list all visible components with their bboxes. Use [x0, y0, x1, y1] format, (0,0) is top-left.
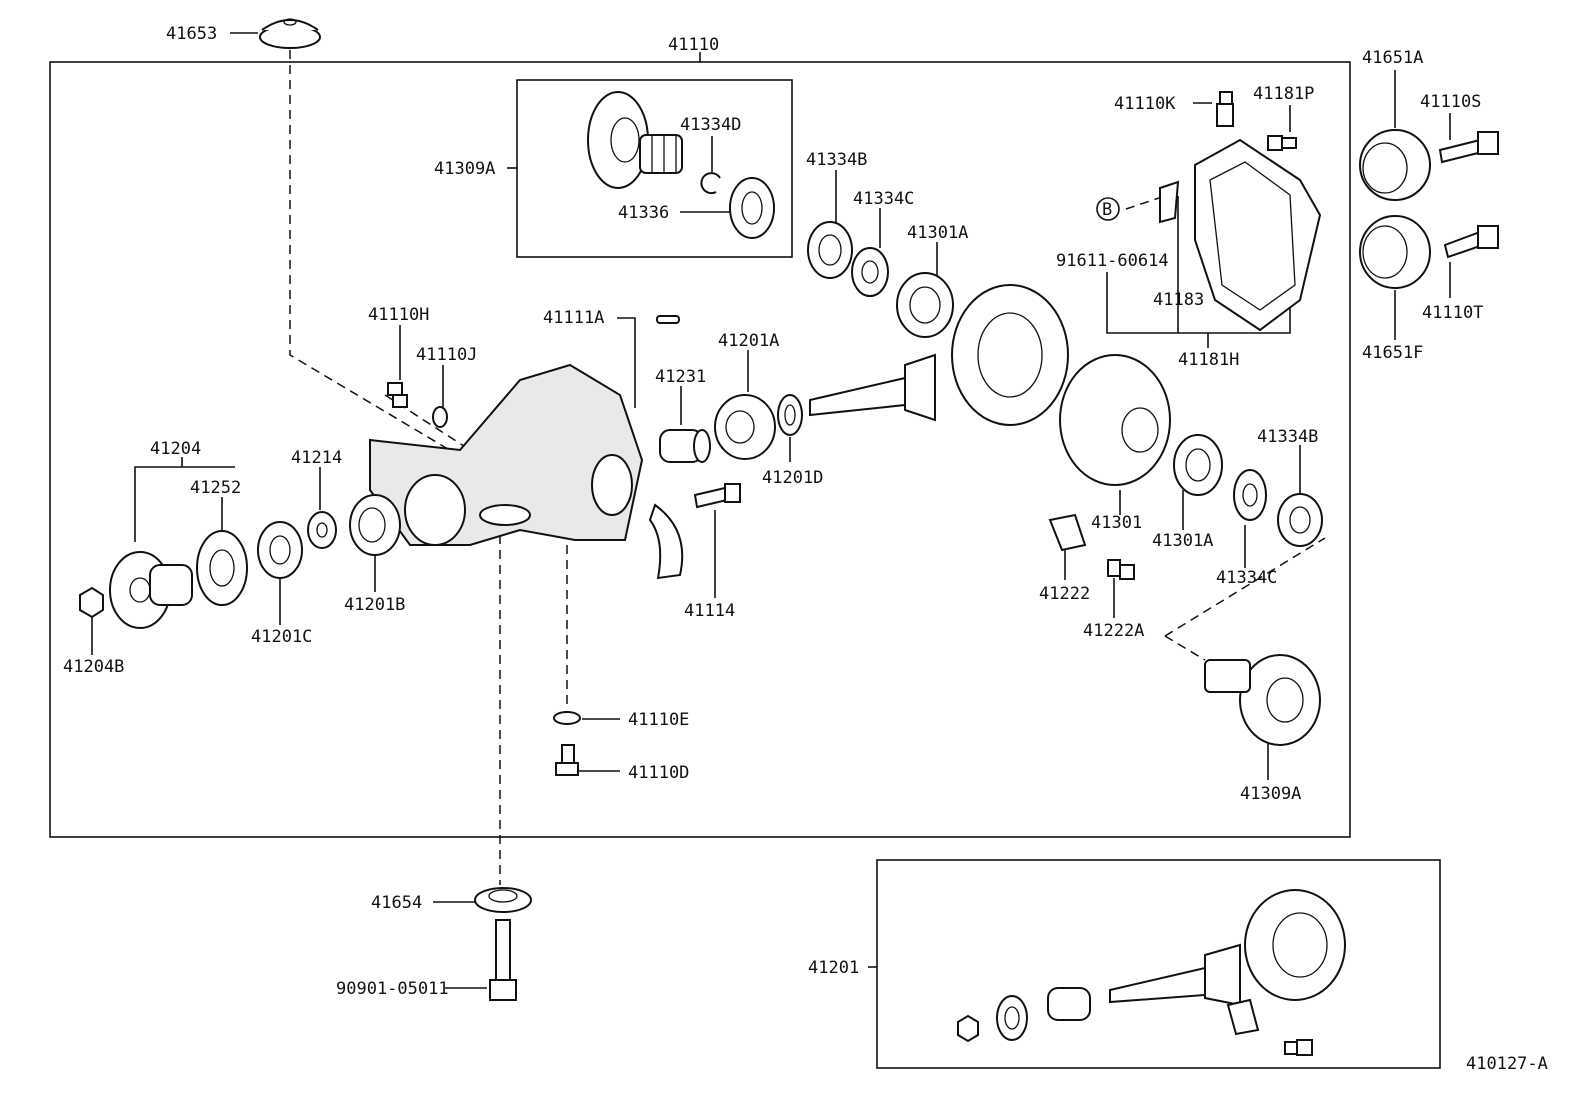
label-91611-60614: 91611-60614: [1056, 251, 1169, 271]
nut-41204b-sketch: [79, 586, 104, 619]
breather-plug-sketch: [1216, 91, 1234, 127]
label-41222: 41222: [1039, 584, 1090, 604]
gasket-41183-sketch: [1159, 180, 1180, 224]
lock-plate-sketch: [1048, 513, 1087, 552]
label-41651f: 41651F: [1362, 343, 1423, 363]
label-41201a: 41201A: [718, 331, 779, 351]
label-41204: 41204: [150, 439, 201, 459]
label-41114: 41114: [684, 601, 735, 621]
kit-parts-sketch: [957, 889, 1346, 1056]
label-41309a-lower: 41309A: [1240, 784, 1301, 804]
gasket-41110j-sketch: [432, 406, 448, 428]
diagram-code: 410127-A: [1466, 1054, 1548, 1074]
bolt-90901-sketch: [489, 919, 517, 1001]
ring-pinion-kit-frame: [876, 859, 1441, 1069]
label-41334b-top: 41334B: [806, 150, 867, 170]
label-41110e: 41110E: [628, 710, 689, 730]
label-41110s: 41110S: [1420, 92, 1481, 112]
gasket-41110e-sketch: [553, 711, 581, 725]
bearing-41201b-sketch: [349, 494, 401, 556]
label-41252: 41252: [190, 478, 241, 498]
axle-shaft-lower-sketch: [1204, 654, 1321, 746]
bearing-41334b-top-sketch: [807, 221, 853, 279]
companion-flange-sketch: [109, 551, 193, 629]
label-41201c: 41201C: [251, 627, 312, 647]
label-41201d: 41201D: [762, 468, 823, 488]
label-41334c-bottom: 41334C: [1216, 568, 1277, 588]
label-41111a: 41111A: [543, 308, 604, 328]
differential-case-sketch: [1059, 354, 1171, 486]
label-41301a-bottom: 41301A: [1152, 531, 1213, 551]
oil-seal-41336-sketch: [729, 177, 775, 239]
shim-41334c-top-sketch: [851, 247, 889, 297]
label-41201-kit: 41201: [808, 958, 859, 978]
washer-41201d-sketch: [777, 394, 803, 436]
bearing-41201a-sketch: [714, 394, 776, 460]
stud-41111a-sketch: [656, 315, 680, 324]
bearing-41301a-top-sketch: [896, 272, 954, 338]
cap-41651a-sketch: [1359, 129, 1431, 201]
label-41231: 41231: [655, 367, 706, 387]
label-41110j: 41110J: [416, 345, 477, 365]
plug-41110d-sketch: [555, 744, 579, 776]
bearing-41301a-bottom-sketch: [1173, 434, 1223, 496]
bearing-41201c-sketch: [257, 521, 303, 579]
callout-b-circle: [1096, 197, 1120, 221]
shim-41334c-bottom-sketch: [1233, 469, 1267, 521]
label-41181h: 41181H: [1178, 350, 1239, 370]
label-90901-05011: 90901-05011: [336, 979, 449, 999]
drive-pinion-sketch: [809, 353, 936, 422]
label-41222a: 41222A: [1083, 621, 1144, 641]
label-41334b-bottom: 41334B: [1257, 427, 1318, 447]
leader-lines: [91, 32, 1451, 989]
snap-ring-sketch: [700, 172, 721, 195]
label-41334d: 41334D: [680, 115, 741, 135]
bolt-41110t-sketch: [1443, 225, 1499, 259]
cap-41653-sketch: [259, 18, 321, 49]
bearing-cap-sketch: [648, 503, 684, 580]
label-41309a-upper: 41309A: [434, 159, 495, 179]
bolt-41222a-sketch: [1107, 559, 1135, 580]
label-41110k: 41110K: [1114, 94, 1176, 114]
label-41651a: 41651A: [1362, 48, 1423, 68]
label-41110t: 41110T: [1422, 303, 1483, 323]
label-41181p: 41181P: [1253, 84, 1314, 104]
oil-seal-41252-sketch: [196, 530, 248, 606]
label-41653: 41653: [166, 24, 217, 44]
label-41336: 41336: [618, 203, 669, 223]
label-41110-main-frame: 41110: [668, 35, 719, 55]
carrier-housing-sketch: [369, 363, 644, 546]
label-41110h: 41110H: [368, 305, 429, 325]
label-41201b: 41201B: [344, 595, 405, 615]
label-41183: 41183: [1153, 290, 1204, 310]
label-41110d: 41110D: [628, 763, 689, 783]
axle-shaft-upper-sketch: [587, 91, 683, 189]
bolt-41110s-sketch: [1438, 131, 1499, 164]
label-41204b: 41204B: [63, 657, 124, 677]
bolt-41114-sketch: [693, 483, 741, 509]
cap-41651f-sketch: [1359, 215, 1431, 289]
bolt-41181p-sketch: [1267, 135, 1297, 151]
seat-41654-sketch: [474, 887, 532, 913]
bearing-41334b-bottom-sketch: [1277, 493, 1323, 547]
label-41301: 41301: [1091, 513, 1142, 533]
label-41334c-top: 41334C: [853, 189, 914, 209]
label-41654: 41654: [371, 893, 422, 913]
plug-41110h-sketch: [387, 382, 408, 408]
callout-b-letter: B: [1102, 200, 1112, 220]
spacer-41231-sketch: [659, 429, 711, 463]
differential-cover-sketch: [1194, 138, 1322, 332]
washer-41214-sketch: [307, 511, 337, 549]
label-41301a-top: 41301A: [907, 223, 968, 243]
label-41214: 41214: [291, 448, 342, 468]
ring-gear-sketch: [951, 284, 1069, 426]
